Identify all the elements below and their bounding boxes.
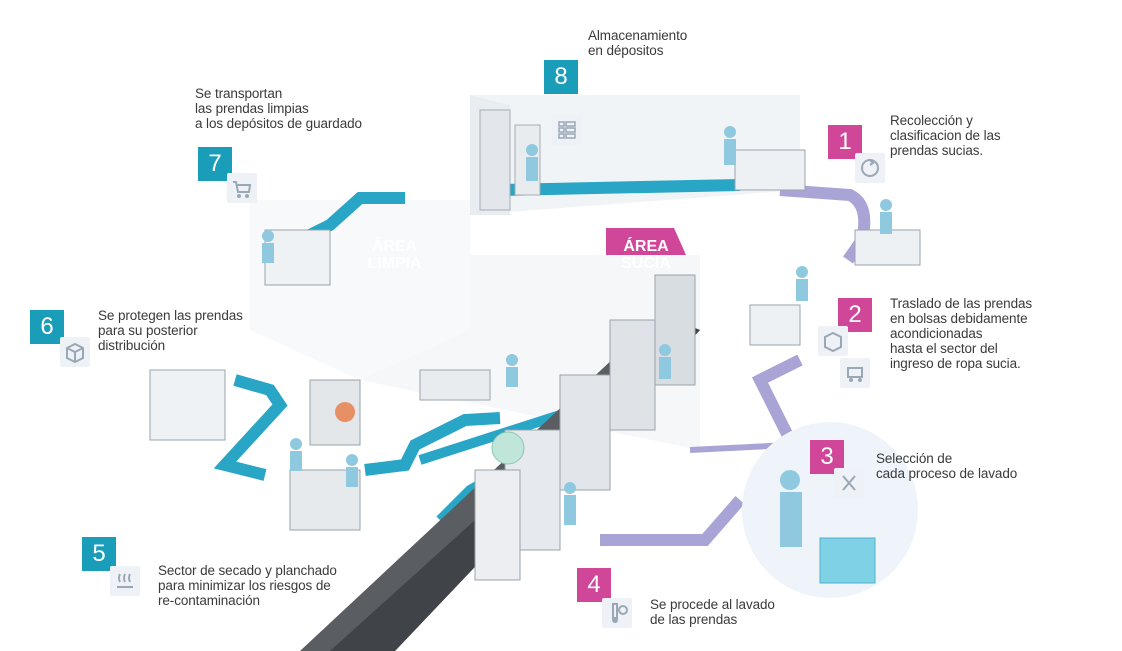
- clean-cart: [264, 229, 331, 286]
- step-5-badge: 5: [82, 537, 116, 571]
- washing-machines: [474, 274, 696, 581]
- dirty-path-1: [779, 184, 871, 264]
- hospital-bed: [734, 149, 806, 191]
- recycle-icon: [855, 153, 885, 183]
- steam-icon: [110, 566, 140, 596]
- protection-cabinet: [149, 369, 226, 441]
- clean-area-line2: LIMPIA: [367, 255, 422, 272]
- clean-path-3: [213, 374, 288, 481]
- workers: [262, 126, 892, 547]
- cart-icon: [227, 173, 257, 203]
- step-7-text: Se transportan las prendas limpias a los…: [195, 86, 362, 131]
- trolley-icon: [840, 358, 870, 388]
- step-4-text: Se procede al lavado de las prendas: [650, 597, 775, 627]
- laundry-cart: [419, 369, 491, 401]
- clean-path-5: [418, 410, 562, 465]
- dirty-path-3: [600, 496, 745, 546]
- shelf-icon: [552, 115, 582, 145]
- dirty-area-line1: ÁREA: [623, 238, 669, 255]
- clean-path-4: [364, 412, 501, 476]
- step-6-text: Se protegen las prendas para su posterio…: [98, 308, 243, 353]
- thermometer-icon: [602, 598, 632, 628]
- step-3-badge: 3: [810, 440, 844, 474]
- step-7-badge: 7: [198, 147, 232, 181]
- step-8-text: Almacenamiento en dépositos: [588, 28, 688, 58]
- scissors-icon: [834, 468, 864, 498]
- dryer-window: [335, 402, 355, 422]
- dirty-path-2: [751, 354, 803, 443]
- dirty-area-sign: ÁREA SUCIA: [606, 228, 686, 282]
- step-3-text: Selección de cada proceso de lavado: [876, 451, 1018, 481]
- clean-area-line1: ÁREA: [371, 238, 418, 255]
- clean-area-sign: ÁREA LIMPIA: [357, 228, 432, 282]
- step-1-badge: 1: [828, 125, 862, 159]
- step-6-badge: 6: [30, 310, 64, 344]
- step-5-text: Sector de secado y planchado para minimi…: [158, 563, 337, 608]
- package-icon: [60, 337, 90, 367]
- box-icon: [818, 326, 848, 356]
- sorting-bins: [854, 229, 921, 266]
- microbe-icon: [491, 431, 525, 465]
- storage-shelf: [479, 109, 511, 211]
- dirty-area-line2: SUCIA: [621, 255, 671, 272]
- transfer-cart: [749, 304, 801, 346]
- step-4-badge: 4: [577, 568, 611, 602]
- laundry-bin: [819, 537, 876, 584]
- step-1-text: Recolección y clasificacion de las prend…: [890, 113, 1001, 158]
- step-8-badge: 8: [544, 60, 578, 94]
- step-2-text: Traslado de las prendas en bolsas debida…: [890, 296, 1033, 371]
